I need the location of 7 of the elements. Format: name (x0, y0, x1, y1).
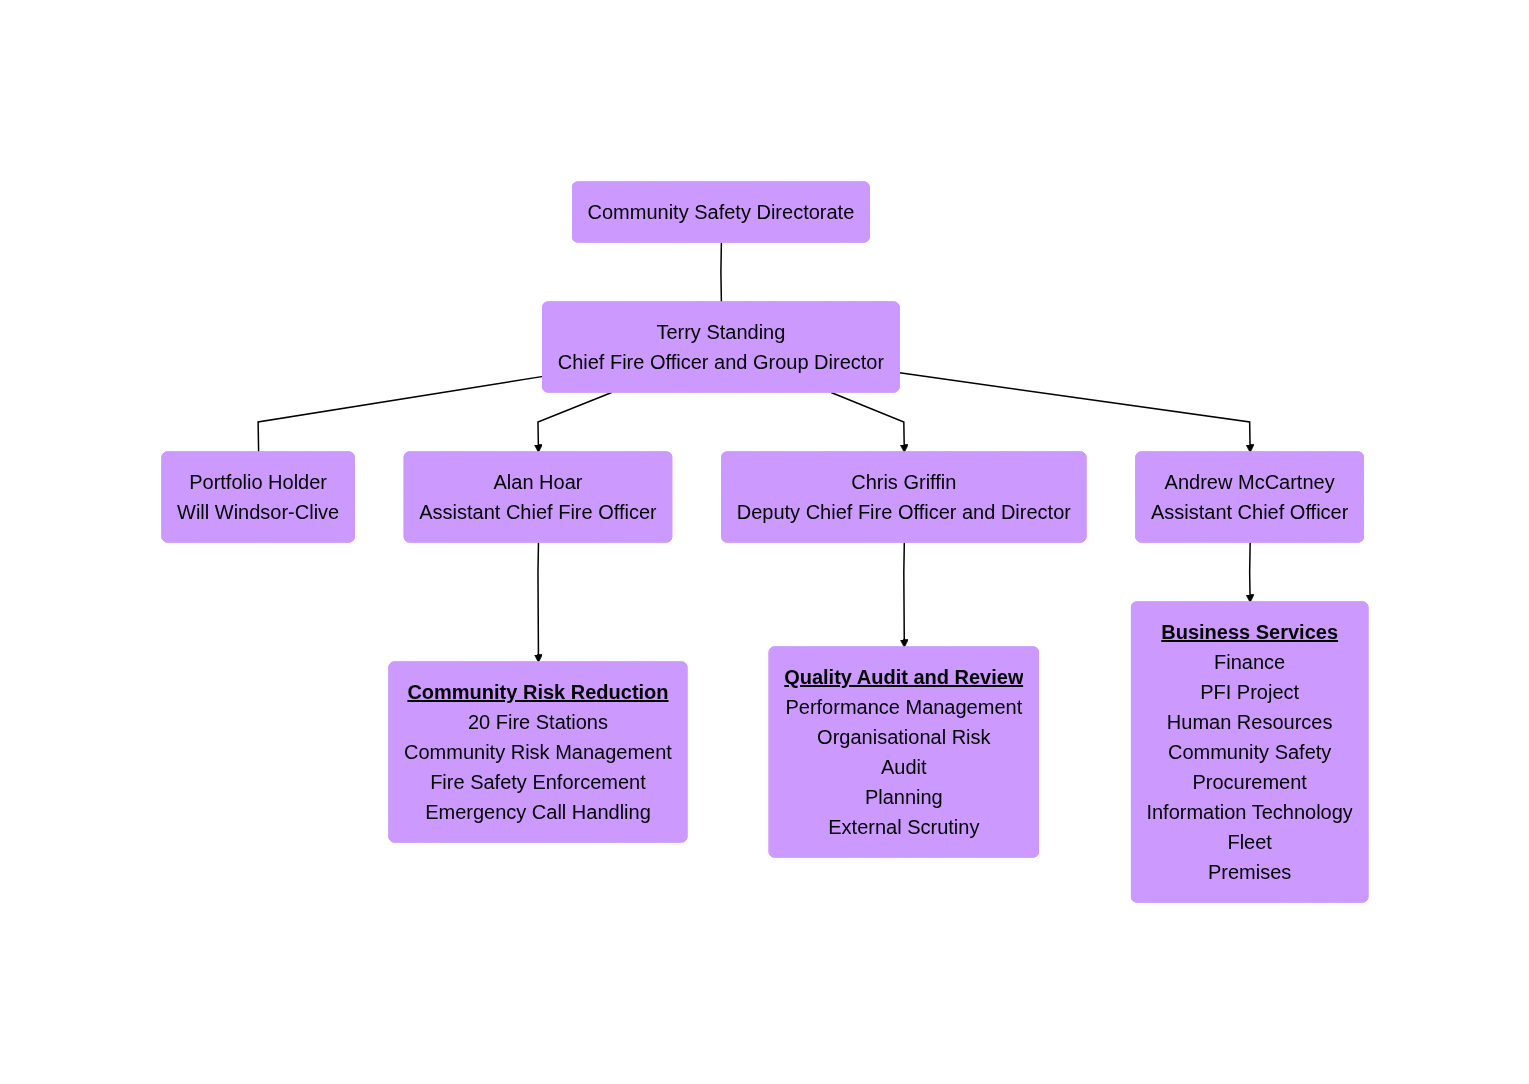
connector (256, 375, 544, 454)
arrow (533, 541, 543, 663)
arrow (533, 391, 612, 453)
connector (719, 241, 722, 304)
arrow (1245, 541, 1254, 603)
arrow (898, 372, 1254, 453)
arrow (899, 541, 909, 648)
